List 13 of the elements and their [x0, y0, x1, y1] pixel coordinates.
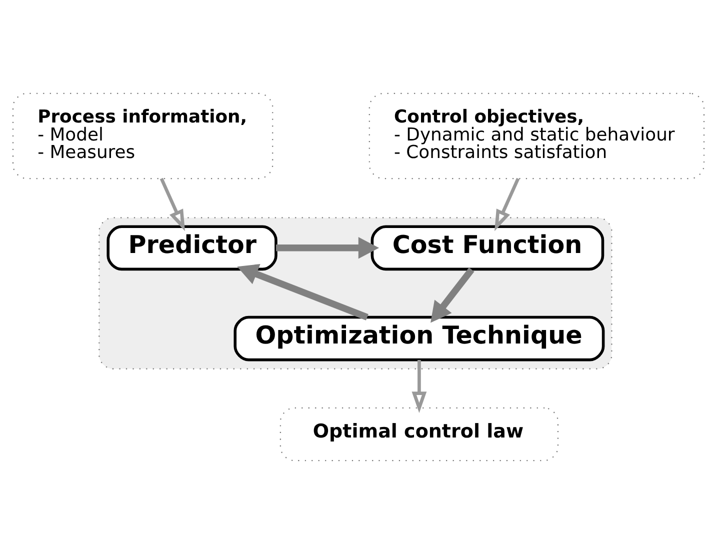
node-box: Control objectives, - Dynamic and static behaviour - Constraints satisfation [368, 92, 705, 179]
arrow [276, 236, 380, 258]
cluster [98, 216, 612, 369]
arrow [237, 263, 368, 320]
node-box: Process information, - Model - Measures [12, 92, 274, 179]
arrow [412, 359, 427, 412]
arrow [494, 177, 520, 231]
node-box: Optimal control law [280, 406, 559, 461]
node-box: Optimization Technique [234, 315, 605, 361]
arrow [430, 266, 474, 322]
node-box: Cost Function [370, 224, 604, 270]
arrow [160, 177, 185, 231]
node-box: Predictor [106, 224, 278, 270]
